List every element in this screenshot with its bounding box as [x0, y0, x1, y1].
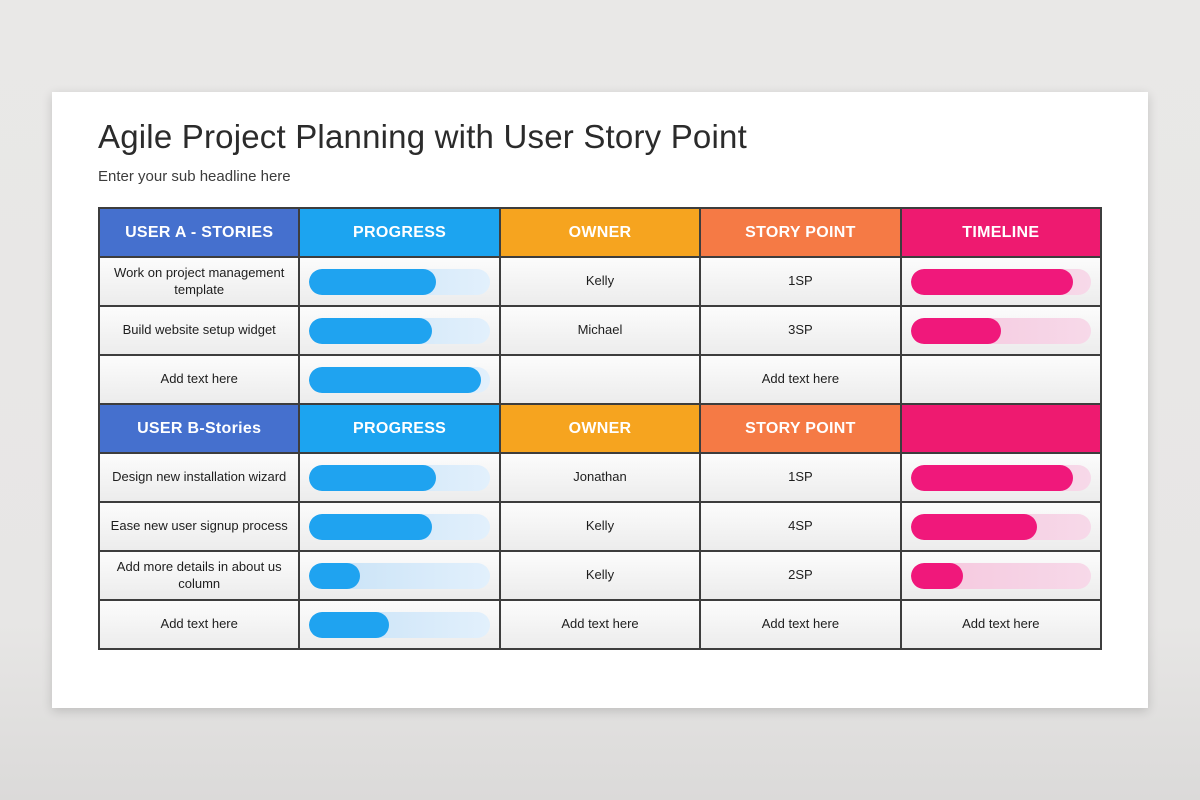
story-point-table: USER A - STORIES PROGRESS OWNER STORY PO…	[98, 207, 1102, 650]
header-cell-story-point-b: STORY POINT	[701, 405, 900, 452]
header-cell-user-b-stories: USER B-Stories	[100, 405, 299, 452]
story-point-cell: Add text here	[701, 356, 900, 403]
story-point-cell: 2SP	[701, 552, 900, 599]
page-subtitle: Enter your sub headline here	[98, 168, 291, 185]
page-title: Agile Project Planning with User Story P…	[98, 118, 747, 155]
timeline-track	[910, 268, 1091, 295]
story-point-cell: 1SP	[701, 258, 900, 305]
progress-fill	[309, 317, 433, 344]
owner-cell: Jonathan	[500, 454, 700, 501]
progress-track	[309, 366, 490, 393]
story-cell: Add more details in about us column	[100, 552, 299, 599]
timeline-cell	[901, 503, 1100, 550]
progress-track	[309, 562, 490, 589]
progress-cell	[300, 552, 499, 599]
timeline-track	[910, 317, 1091, 344]
timeline-track	[910, 513, 1091, 540]
timeline-cell	[901, 307, 1100, 354]
progress-track	[309, 268, 490, 295]
header-cell-progress-b: PROGRESS	[300, 405, 499, 452]
owner-cell: Kelly	[500, 258, 700, 305]
owner-cell: Add text here	[500, 601, 700, 648]
progress-track	[309, 464, 490, 491]
owner-cell: Kelly	[500, 552, 700, 599]
timeline-fill	[910, 317, 1001, 344]
progress-track	[309, 317, 490, 344]
timeline-fill	[910, 268, 1073, 295]
progress-cell	[300, 454, 499, 501]
slide-card: Agile Project Planning with User Story P…	[52, 92, 1148, 708]
story-point-cell: 4SP	[701, 503, 900, 550]
timeline-fill	[910, 513, 1037, 540]
timeline-cell	[901, 258, 1100, 305]
timeline-fill	[910, 562, 963, 589]
timeline-cell	[901, 552, 1100, 599]
timeline-cell: Add text here	[901, 601, 1100, 648]
timeline-fill	[910, 464, 1073, 491]
progress-fill	[309, 562, 360, 589]
header-cell-timeline-b	[901, 405, 1100, 452]
header-cell-user-a-stories: USER A - STORIES	[100, 209, 299, 256]
progress-cell	[300, 601, 499, 648]
progress-cell	[300, 503, 499, 550]
header-cell-owner-a: OWNER	[500, 209, 700, 256]
header-cell-progress-a: PROGRESS	[300, 209, 499, 256]
progress-track	[309, 611, 490, 638]
story-cell: Add text here	[100, 356, 299, 403]
owner-cell: Kelly	[500, 503, 700, 550]
timeline-cell	[901, 454, 1100, 501]
progress-cell	[300, 258, 499, 305]
story-cell: Design new installation wizard	[100, 454, 299, 501]
progress-fill	[309, 268, 436, 295]
progress-cell	[300, 356, 499, 403]
progress-fill	[309, 513, 433, 540]
story-point-cell: 3SP	[701, 307, 900, 354]
slide-content: Agile Project Planning with User Story P…	[52, 92, 1148, 650]
story-point-cell: Add text here	[701, 601, 900, 648]
story-point-cell: 1SP	[701, 454, 900, 501]
timeline-track	[910, 464, 1091, 491]
story-cell: Build website setup widget	[100, 307, 299, 354]
progress-fill	[309, 464, 436, 491]
header-cell-timeline-a: TIMELINE	[901, 209, 1100, 256]
progress-cell	[300, 307, 499, 354]
header-cell-owner-b: OWNER	[500, 405, 700, 452]
timeline-track	[910, 562, 1091, 589]
progress-track	[309, 513, 490, 540]
timeline-cell-empty	[901, 356, 1100, 403]
story-cell: Ease new user signup process	[100, 503, 299, 550]
owner-cell: Michael	[500, 307, 700, 354]
header-cell-story-point-a: STORY POINT	[701, 209, 900, 256]
story-cell: Add text here	[100, 601, 299, 648]
owner-cell	[500, 356, 700, 403]
progress-fill	[309, 611, 389, 638]
progress-fill	[309, 366, 481, 393]
story-cell: Work on project management template	[100, 258, 299, 305]
